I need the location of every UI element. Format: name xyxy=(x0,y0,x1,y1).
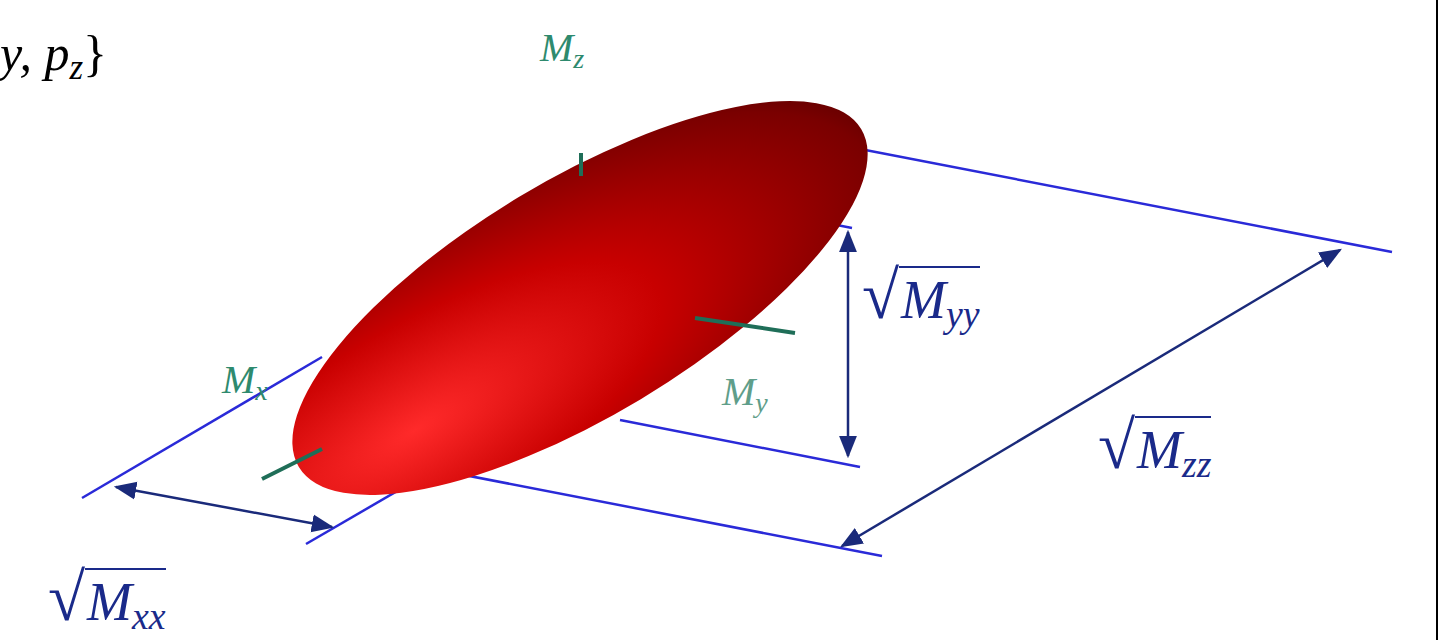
dimension-label: √Mzz xyxy=(1098,412,1211,484)
ellipsoid xyxy=(238,28,922,568)
dimension-label: √Mxx xyxy=(48,564,166,636)
set-notation: y, pz} xyxy=(0,28,107,85)
moment-label: Mz xyxy=(540,28,584,73)
frame-line xyxy=(1436,0,1438,640)
dimension-arrows xyxy=(116,232,1340,546)
moment-label: My xyxy=(722,372,768,417)
dimension-label: √Myy xyxy=(862,262,980,334)
moment-ticks xyxy=(262,153,795,479)
moment-label: Mx xyxy=(222,360,268,405)
